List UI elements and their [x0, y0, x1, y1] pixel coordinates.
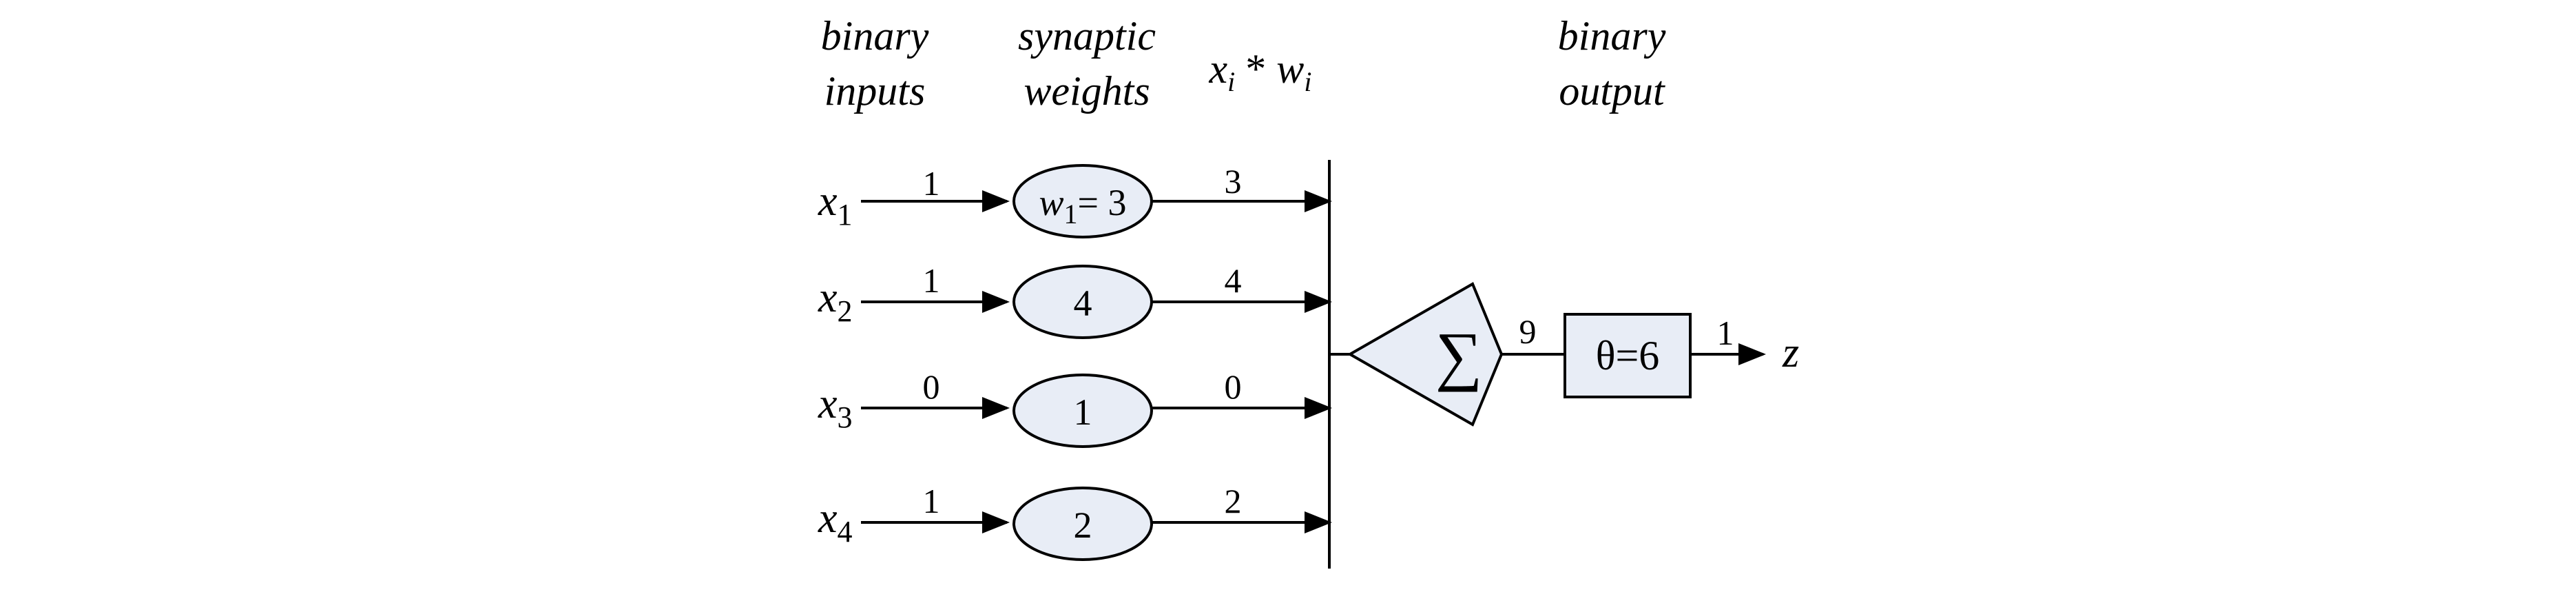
- input-value-3: 0: [923, 367, 940, 406]
- header-binary-inputs: binary inputs: [821, 13, 929, 114]
- input-value-4: 1: [923, 482, 940, 520]
- input-row-2: x2 1 4 4: [818, 261, 1332, 339]
- product-value-3: 0: [1225, 367, 1242, 406]
- threshold-output-value: 1: [1717, 314, 1734, 352]
- weight-node-3: [1012, 374, 1153, 448]
- header-output-line1: binary: [1558, 13, 1666, 59]
- header-output-line2: output: [1559, 68, 1665, 114]
- sum-output-value: 9: [1519, 312, 1537, 351]
- product-value-1: 3: [1225, 162, 1242, 201]
- weight-label-4: 2: [1074, 504, 1092, 546]
- header-inputs-line2: inputs: [824, 68, 926, 114]
- header-inputs-line1: binary: [821, 13, 929, 59]
- header-synaptic-weights: synaptic weights: [1018, 13, 1156, 114]
- summation-icon: ∑: [1435, 318, 1482, 392]
- threshold-label: θ=6: [1596, 333, 1660, 378]
- product-value-4: 2: [1225, 482, 1242, 520]
- threshold-box: [1564, 313, 1692, 398]
- input-row-1: x1 1 w1= 3 3: [818, 162, 1332, 238]
- input-value-1: 1: [923, 164, 940, 203]
- weight-label-2: 4: [1074, 283, 1092, 324]
- input-row-4: x4 1 2 2: [818, 482, 1332, 561]
- input-value-2: 1: [923, 261, 940, 300]
- input-variable-1: x1: [818, 178, 853, 232]
- weight-label-1: w1= 3: [1039, 182, 1127, 229]
- input-variable-3: x3: [818, 380, 853, 434]
- product-value-2: 4: [1225, 261, 1242, 300]
- header-weights-line1: synaptic: [1018, 13, 1156, 59]
- input-variable-2: x2: [818, 274, 853, 328]
- header-binary-output: binary output: [1558, 13, 1666, 114]
- output-variable: z: [1782, 329, 1799, 376]
- input-variable-4: x4: [818, 495, 853, 549]
- header-product: xi * wi: [1209, 46, 1312, 97]
- header-weights-line2: weights: [1024, 68, 1150, 114]
- weight-label-3: 1: [1074, 391, 1092, 433]
- input-row-3: x3 0 1 0: [818, 367, 1332, 448]
